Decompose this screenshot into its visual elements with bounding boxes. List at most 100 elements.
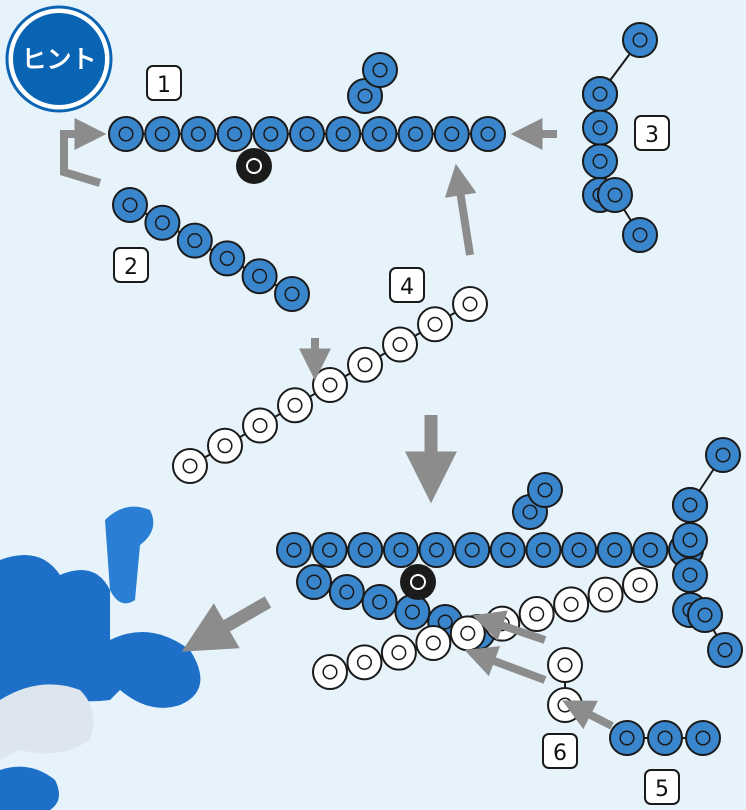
chain-link-hole xyxy=(306,574,322,590)
step-label-2: 2 xyxy=(113,247,149,283)
chain-link-hole xyxy=(592,153,608,169)
chain-link xyxy=(172,448,208,484)
chain-link xyxy=(362,52,398,88)
chain-link-hole xyxy=(357,542,373,558)
chain-link-hole xyxy=(118,126,134,142)
chain-link xyxy=(582,143,618,180)
step-label-4: 4 xyxy=(389,267,425,303)
chain-link xyxy=(346,644,383,681)
chain-link-hole xyxy=(322,542,338,558)
chain-link xyxy=(312,367,348,403)
chain-link xyxy=(361,116,398,152)
chain-link xyxy=(609,720,645,756)
chain-link-hole xyxy=(122,197,138,213)
chain-link-hole xyxy=(619,730,635,746)
svg-text:3: 3 xyxy=(645,123,659,148)
chain-link xyxy=(144,204,181,241)
chain-link-hole xyxy=(571,542,587,558)
chain-link xyxy=(382,326,418,363)
chain-link-hole xyxy=(427,316,443,332)
arrow-4-to-1 xyxy=(444,163,477,256)
chain-link-hole xyxy=(357,357,373,373)
chain-link xyxy=(347,532,384,568)
finished-model-photo xyxy=(0,506,201,810)
chain-link-hole xyxy=(717,642,733,658)
arrow-6-to-chain-a xyxy=(472,610,547,644)
chain-link-hole xyxy=(697,607,713,623)
hint-badge-text: ヒント xyxy=(21,45,96,74)
chain-link-hole xyxy=(286,542,302,558)
chain-link-hole xyxy=(154,126,170,142)
chain-link-hole xyxy=(372,62,388,78)
chain-link-hole xyxy=(695,730,711,746)
chain-link-hole xyxy=(335,126,351,142)
chain-link-hole xyxy=(227,126,243,142)
chain-link xyxy=(582,109,618,146)
svg-text:1: 1 xyxy=(157,73,171,98)
chain-link xyxy=(452,286,488,322)
chain-link-hole xyxy=(392,336,408,353)
chain-link xyxy=(687,597,723,633)
chain-link-hole xyxy=(339,584,355,600)
chain-link-hole xyxy=(425,635,441,651)
chain-link xyxy=(707,632,743,668)
svg-text:4: 4 xyxy=(400,275,414,300)
chain-link-hole xyxy=(607,187,623,203)
chain-link xyxy=(417,306,453,343)
chain-link xyxy=(685,720,721,756)
chain-link-hole xyxy=(632,32,648,48)
chain-link-hole xyxy=(391,645,407,661)
chain-link xyxy=(582,76,618,112)
chain-link xyxy=(622,22,658,58)
chain-link-hole xyxy=(393,542,409,558)
chain-link-hole xyxy=(632,577,648,593)
chain-link xyxy=(397,116,434,152)
arrow-2-to-1 xyxy=(60,118,107,187)
chain-link xyxy=(672,487,708,523)
svg-text:6: 6 xyxy=(553,741,567,766)
chain-link-hole xyxy=(217,438,233,454)
chain-link-hole xyxy=(357,88,373,104)
chain-link xyxy=(647,720,683,756)
chain-link-hole xyxy=(537,482,553,498)
chain-link-hole xyxy=(322,664,338,680)
chain-link xyxy=(361,584,398,620)
chain-link-hole xyxy=(219,250,235,266)
chain-link-hole xyxy=(371,126,387,142)
chain-link xyxy=(252,116,289,152)
chain-link-hole xyxy=(444,126,460,142)
chain-link xyxy=(553,586,590,623)
hint-badge: ヒント xyxy=(5,5,113,113)
chain-link xyxy=(672,557,708,593)
chain-link-hole xyxy=(682,497,698,513)
chain-link xyxy=(547,647,583,683)
chain-link xyxy=(180,116,217,152)
chain-link-hole xyxy=(190,126,206,142)
chain-link-hole xyxy=(437,614,453,630)
chain-link xyxy=(209,240,246,277)
chain-link xyxy=(418,532,455,568)
chain-link xyxy=(311,532,348,568)
chain-link-hole xyxy=(529,606,545,622)
chain-link xyxy=(325,116,362,152)
chain-link-hole xyxy=(299,126,315,142)
chain-link-hole xyxy=(252,417,268,434)
arrow-6-to-chain-b xyxy=(464,646,547,684)
chain-link-hole xyxy=(557,657,573,673)
chain-link xyxy=(622,567,658,603)
chain-link xyxy=(276,532,312,568)
chain-link xyxy=(382,532,419,568)
chain-link xyxy=(597,177,633,213)
chain-link xyxy=(596,532,633,568)
chain-link-hole xyxy=(563,596,579,612)
step-label-3: 3 xyxy=(634,115,670,151)
chain-link xyxy=(144,116,181,152)
chain-link xyxy=(277,387,313,424)
chain-link xyxy=(380,634,417,671)
chain-link xyxy=(527,472,563,508)
chain-link xyxy=(241,258,278,295)
chain-link xyxy=(312,654,348,690)
chain-link-hole xyxy=(598,587,614,603)
step-label-1: 1 xyxy=(146,65,182,101)
